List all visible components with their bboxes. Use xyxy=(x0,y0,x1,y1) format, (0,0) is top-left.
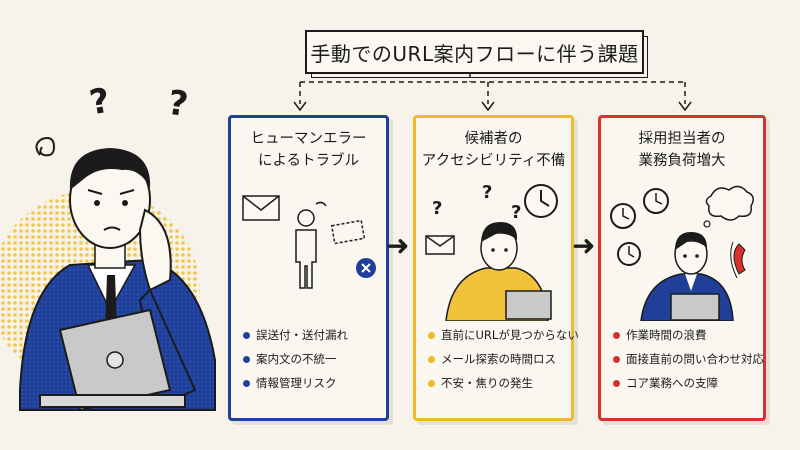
arrow-right-icon: ➜ xyxy=(572,229,596,262)
phone-icon xyxy=(730,241,746,279)
laptop-icon xyxy=(505,290,552,320)
svg-text:?: ? xyxy=(511,202,521,223)
panel-workload-illustration xyxy=(610,185,754,321)
panel-human-error-title: ヒューマンエラー によるトラブル xyxy=(250,131,367,169)
thought-bubble-icon xyxy=(703,185,754,228)
panel-workload-title: 採用担当者の 業務負荷増大 xyxy=(638,131,726,169)
worried-man-illustration xyxy=(0,137,216,412)
person-outline-icon xyxy=(295,201,327,289)
panel-accessibility-bullets: 直前にURLが見つからない メール探索の時間ロス 不安・焦りの発生 xyxy=(428,328,579,400)
clock-icon xyxy=(610,188,669,266)
panel-accessibility: 候補者の アクセシビリティ不備 ??? 直前にURLが見つからない メール探索の… xyxy=(413,115,579,421)
envelope-icon xyxy=(242,195,280,221)
panel-workload-bullets: 作業時間の浪費 面接直前の問い合わせ対応 コア業務への支障 xyxy=(613,328,764,400)
arrow-right-icon: ➜ xyxy=(386,229,410,262)
svg-text:?: ? xyxy=(482,182,492,203)
list-item: 情報管理リスク xyxy=(243,376,383,390)
list-item: 案内文の不統一 xyxy=(243,352,383,366)
list-item: 不安・焦りの発生 xyxy=(428,376,568,390)
diagram-title: 手動でのURL案内フローに伴う課題 xyxy=(305,30,648,78)
list-item: 作業時間の浪費 xyxy=(613,328,753,342)
list-item: メール探索の時間ロス xyxy=(428,352,568,366)
connector-lines xyxy=(293,72,692,112)
list-item: コア業務への支障 xyxy=(613,376,753,390)
panel-human-error-bullets: 誤送付・送付漏れ 案内文の不統一 情報管理リスク xyxy=(243,328,383,400)
panel-workload: 採用担当者の 業務負荷増大 作業時間の浪費 面接直前の問い xyxy=(598,115,766,421)
envelope-icon xyxy=(425,235,455,255)
panel-human-error-illustration xyxy=(242,195,376,289)
list-item: 面接直前の問い合わせ対応 xyxy=(613,352,764,366)
svg-text:?: ? xyxy=(432,198,442,219)
panel-human-error: ヒューマンエラー によるトラブル 誤送付・送付漏れ 案内文の不統一 情報管理リス… xyxy=(228,115,389,421)
laptop-icon xyxy=(670,293,720,321)
question-icon: ??? xyxy=(432,182,521,223)
clock-icon xyxy=(524,184,558,218)
ticket-icon xyxy=(330,219,366,245)
panel-accessibility-illustration: ??? xyxy=(425,182,558,321)
cross-icon xyxy=(356,258,376,278)
panel-accessibility-title: 候補者の アクセシビリティ不備 xyxy=(421,131,566,169)
list-item: 直前にURLが見つからない xyxy=(428,328,579,342)
list-item: 誤送付・送付漏れ xyxy=(243,328,383,342)
